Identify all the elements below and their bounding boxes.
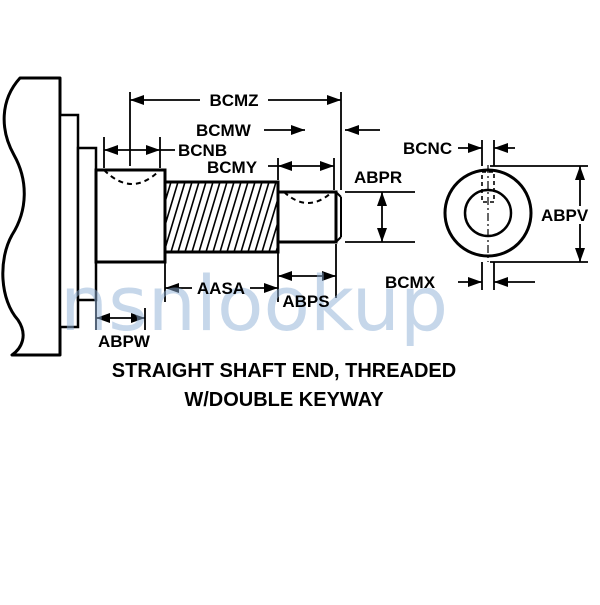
label-abpw: ABPW [98, 332, 151, 351]
extension-lines [95, 92, 588, 330]
caption-line-1: STRAIGHT SHAFT END, THREADED [112, 360, 456, 382]
label-bcmy: BCMY [207, 158, 258, 177]
keyway-a [103, 169, 161, 185]
label-bcmx: BCMX [385, 273, 436, 292]
mounting-plate [1, 76, 62, 357]
label-abpv: ABPV [541, 206, 589, 225]
pilot-chamfer [335, 236, 342, 243]
label-bcmz: BCMZ [209, 91, 258, 110]
label-abpr: ABPR [354, 168, 402, 187]
thread-lines [165, 182, 278, 252]
dimension-arrowheads [96, 95, 585, 323]
label-abps: ABPS [282, 292, 329, 311]
label-bcnb: BCNB [178, 141, 227, 160]
pilot-end [276, 190, 338, 244]
shaft-body [94, 168, 167, 264]
label-bcmw: BCMW [196, 121, 252, 140]
label-bcnc: BCNC [403, 139, 452, 158]
caption-line-2: W/DOUBLE KEYWAY [184, 389, 384, 411]
label-aasa: AASA [197, 279, 245, 298]
watermark: nsnlookup [60, 259, 448, 348]
keyway-b [283, 191, 333, 204]
pilot-chamfer [335, 191, 342, 198]
